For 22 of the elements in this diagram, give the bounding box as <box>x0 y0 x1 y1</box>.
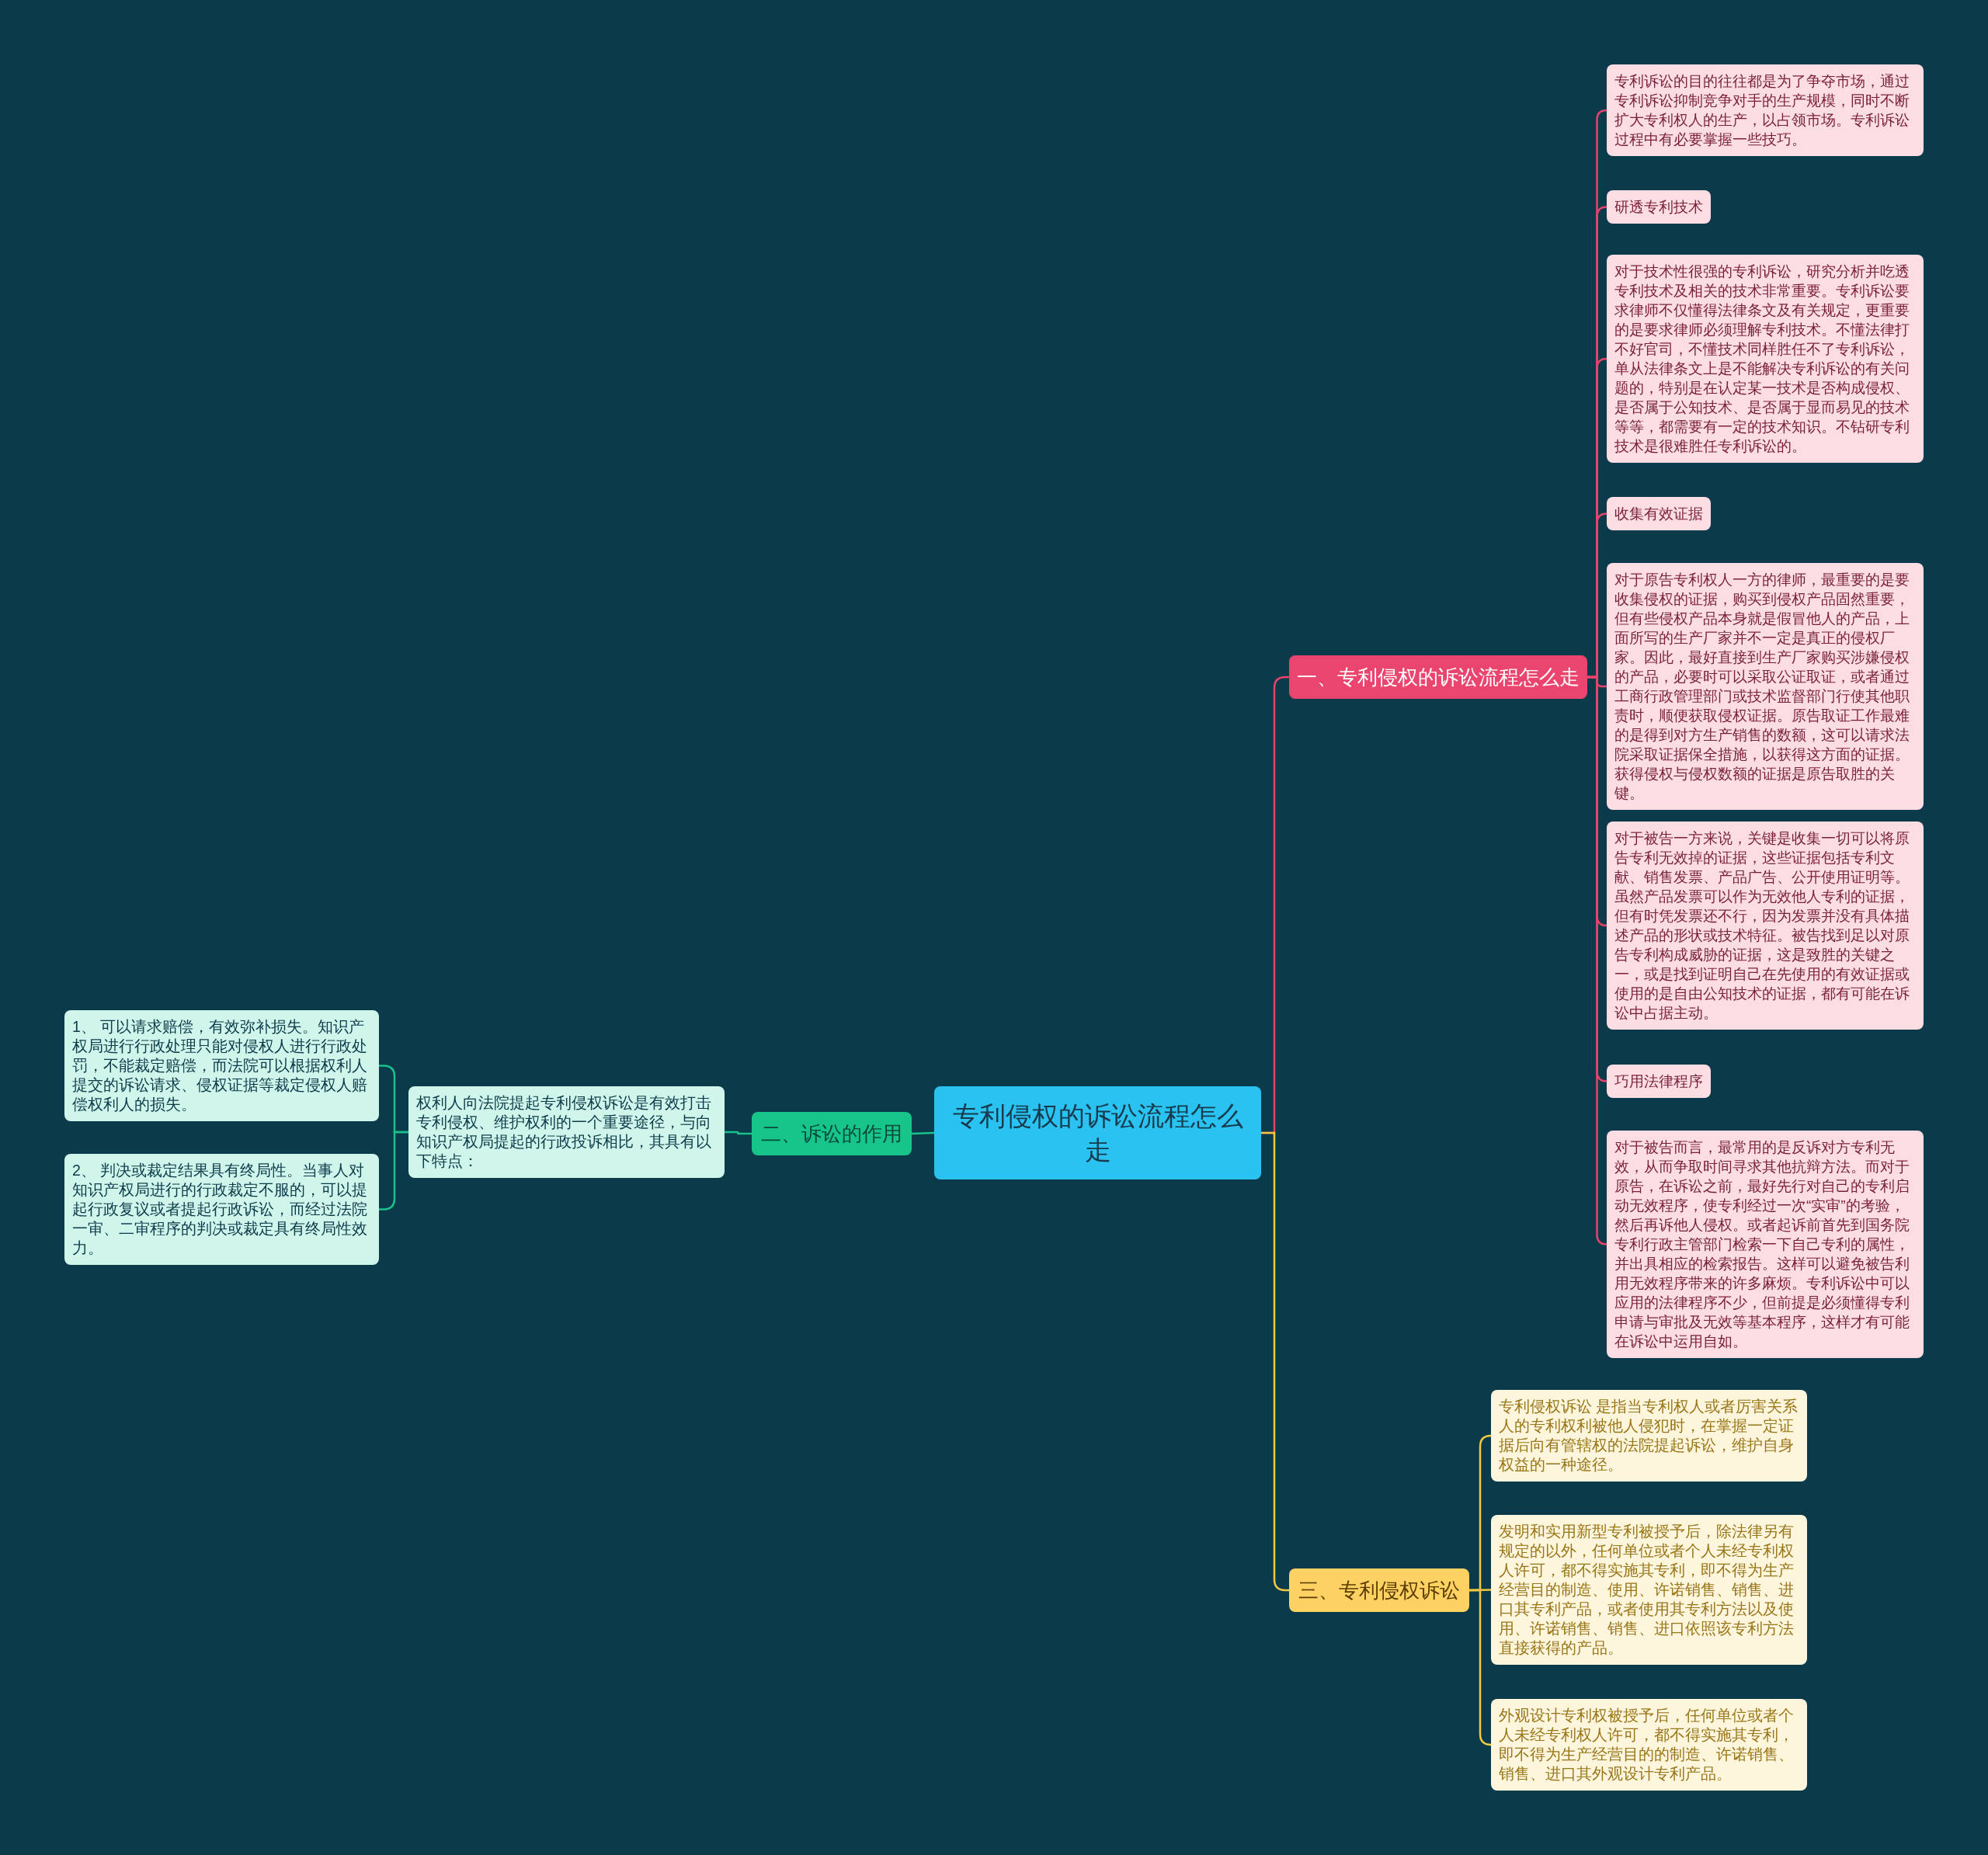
leaf-box: 巧用法律程序 <box>1607 1065 1711 1098</box>
connector-line <box>1469 1589 1493 1746</box>
leaf-box: 收集有效证据 <box>1607 497 1711 530</box>
leaf-box: 1、 可以请求赔偿，有效弥补损失。知识产权局进行行政处理只能对侵权人进行行政处罚，不能裁定赔偿，而法院可以根据权利人提交的诉讼请求、侵权证据等裁定侵权人赔偿权利人的损失。 <box>64 1010 379 1121</box>
connector-line <box>725 1131 752 1135</box>
leaf-box: 对于技术性很强的专利诉讼，研究分析并吃透专利技术及相关的技术非常重要。专利诉讼要求律师不仅懂得法律条文及有关规定，更重要的是要求律师必须理解专利技术。不懂法律打不好官司，不懂技术同样胜任不了专利诉讼，单从法律条文上是不能解决专利诉讼的有关问题的，特别是在认定某一技术是否构成侵权、是否属于公知技术、是否属于显而易见的技术等等，都需要有一定的技术知识。不钻研专利技术是很难胜任专利诉讼的。 <box>1607 255 1924 463</box>
leaf-box: 权利人向法院提起专利侵权诉讼是有效打击专利侵权、维护权利的一个重要途径，与向知识产权局提起的行政投诉相比，其具有以下特点： <box>408 1086 725 1178</box>
branch-box: 二、诉讼的作用 <box>752 1112 912 1155</box>
branch-box: 一、专利侵权的诉讼流程怎么走 <box>1289 655 1587 699</box>
leaf-box: 专利诉讼的目的往往都是为了争夺市场，通过专利诉讼抑制竞争对手的生产规模，同时不断扩大专利权人的生产，以占领市场。专利诉讼过程中有必要掌握一些技巧。 <box>1607 64 1924 156</box>
leaf-box: 对于被告而言，最常用的是反诉对方专利无效，从而争取时间寻求其他抗辩方法。而对于原告，在诉讼之前，最好先行对自己的专利启动无效程序，使专利经过一次“实审”的考验，然后再诉他人侵权。或者起诉前首先到国务院专利行政主管部门检索一下自己专利的属性，并出具相应的检索报告。这样可以避免被告利用无效程序带来的许多麻烦。专利诉讼中可以应用的法律程序不少，但前提是必须懂得专利申请与审批及无效等基本程序，这样才有可能在诉讼中运用自如。 <box>1607 1131 1924 1358</box>
connector-line <box>1587 676 1608 1245</box>
leaf-box: 对于原告专利权人一方的律师，最重要的是要收集侵权的证据，购买到侵权产品固然重要，但有些侵权产品本身就是假冒他人的产品，上面所写的生产厂家并不一定是真正的侵权厂家。因此，最好直接到生产厂家购买涉嫌侵权的产品，必要时可以采取公证取证，或者通过工商行政管理部门或技术监督部门行使其他职责时，顺便获取侵权证据。原告取证工作最难的是得到对方生产销售的数额，这可以请求法院采取证据保全措施，以获得这方面的证据。获得侵权与侵权数额的证据是原告取胜的关键。 <box>1607 563 1924 810</box>
leaf-box: 2、 判决或裁定结果具有终局性。当事人对知识产权局进行的行政裁定不服的，可以提起行政复议或者提起行政诉讼，而经过法院一审、二审程序的判决或裁定具有终局性效力。 <box>64 1154 379 1265</box>
leaf-box: 专利侵权诉讼 是指当专利权人或者厉害关系人的专利权利被他人侵犯时，在掌握一定证据后向有管辖权的法院提起诉讼，维护自身权益的一种途径。 <box>1491 1390 1807 1482</box>
leaf-box: 发明和实用新型专利被授予后，除法律另有规定的以外，任何单位或者个人未经专利权人许可，都不得实施其专利，即不得为生产经营目的制造、使用、许诺销售、销售、进口其专利产品，或者使用其专利方法以及使用、许诺销售、销售、进口依照该专利方法直接获得的产品。 <box>1491 1515 1807 1665</box>
branch-box: 三、专利侵权诉讼 <box>1289 1568 1469 1612</box>
connector-line <box>911 1131 935 1135</box>
leaf-box: 对于被告一方来说，关键是收集一切可以将原告专利无效掉的证据，这些证据包括专利文献、销售发票、产品广告、公开使用证明等。虽然产品发票可以作为无效他人专利的证据，但有时凭发票还不行，因为发票并没有具体描述产品的形状或技术特征。被告找到足以对原告专利构成威胁的证据，这是致胜的关键之一，或是找到证明自己在先使用的有效证据或使用的是自由公知技术的证据，都有可能在诉讼中占据主动。 <box>1607 822 1924 1030</box>
root-topic-box: 专利侵权的诉讼流程怎么走 <box>934 1086 1261 1179</box>
leaf-box: 研透专利技术 <box>1607 190 1711 224</box>
leaf-box: 外观设计专利权被授予后，任何单位或者个人未经专利权人许可，都不得实施其专利，即不得为生产经营目的的制造、许诺销售、销售、进口其外观设计专利产品。 <box>1491 1699 1807 1791</box>
